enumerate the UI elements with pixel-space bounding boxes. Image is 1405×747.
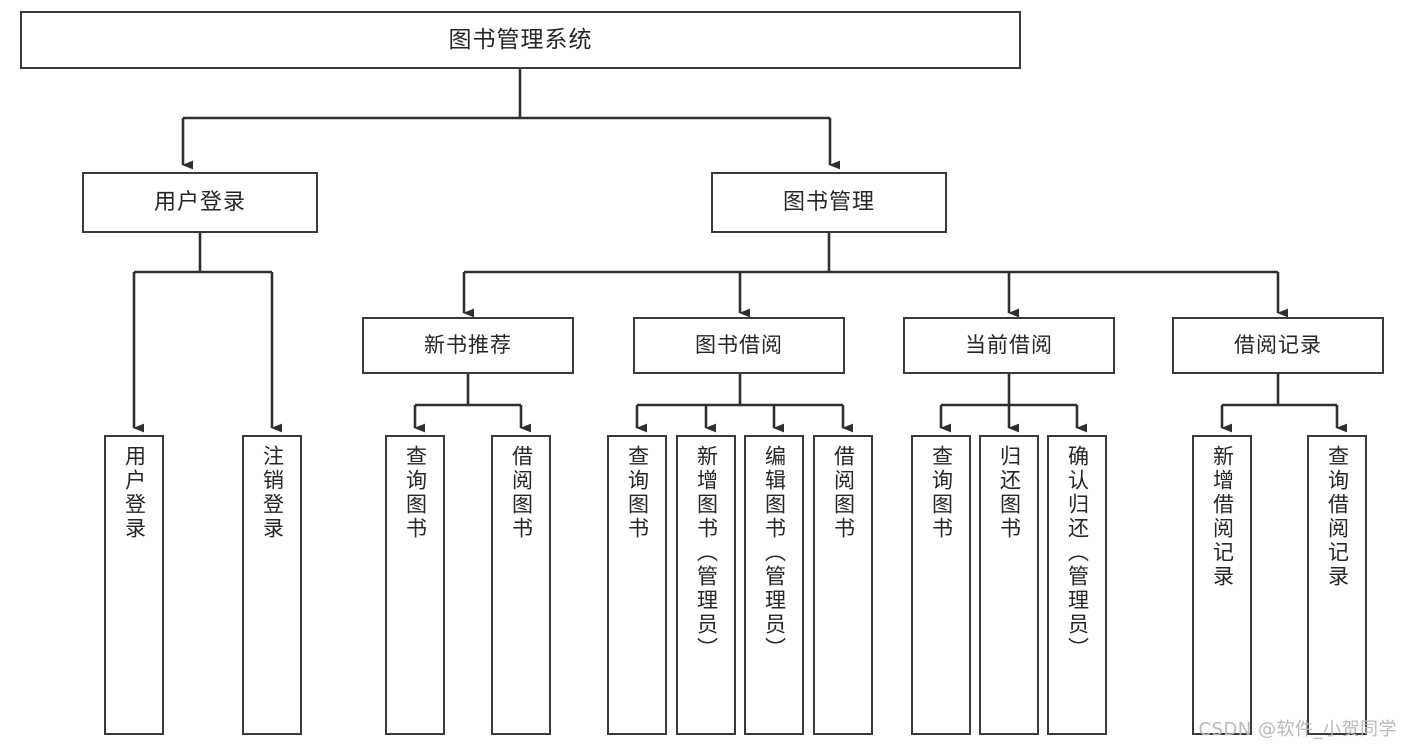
node-borrow-record[interactable]: 借阅记录: [1172, 317, 1384, 374]
node-leaf-query-book-2-label: 查询图书: [625, 445, 650, 541]
node-leaf-borrow-book-1[interactable]: 借阅图书: [491, 435, 551, 735]
node-leaf-confirm-return[interactable]: 确认归还（管理员）: [1047, 435, 1107, 735]
node-leaf-query-record[interactable]: 查询借阅记录: [1307, 435, 1367, 735]
node-borrow-record-label: 借阅记录: [1234, 333, 1322, 358]
node-leaf-query-book-1-label: 查询图书: [403, 445, 428, 541]
node-leaf-borrow-book-2-label: 借阅图书: [831, 445, 856, 541]
node-leaf-edit-book-label: 编辑图书（管理员）: [762, 445, 787, 661]
node-leaf-add-record-label: 新增借阅记录: [1210, 445, 1235, 589]
node-current-borrow-label: 当前借阅: [965, 333, 1053, 358]
node-user-login-label: 用户登录: [153, 189, 246, 215]
node-book-borrow[interactable]: 图书借阅: [633, 317, 845, 374]
node-root[interactable]: 图书管理系统: [20, 11, 1021, 69]
node-leaf-return-book[interactable]: 归还图书: [979, 435, 1039, 735]
node-leaf-query-book-3[interactable]: 查询图书: [911, 435, 971, 735]
node-leaf-user-logout-label: 注销登录: [260, 445, 285, 541]
node-leaf-return-book-label: 归还图书: [997, 445, 1022, 541]
node-book-borrow-label: 图书借阅: [695, 333, 783, 358]
node-leaf-query-book-2[interactable]: 查询图书: [607, 435, 667, 735]
node-leaf-add-record[interactable]: 新增借阅记录: [1192, 435, 1252, 735]
node-root-label: 图书管理系统: [448, 26, 593, 53]
node-new-book-recommend-label: 新书推荐: [424, 333, 512, 358]
node-leaf-add-book[interactable]: 新增图书（管理员）: [676, 435, 736, 735]
node-current-borrow[interactable]: 当前借阅: [903, 317, 1115, 374]
csdn-watermark: CSDN @软件_小贺同学: [1198, 719, 1397, 740]
node-leaf-query-record-label: 查询借阅记录: [1325, 445, 1350, 589]
node-leaf-edit-book[interactable]: 编辑图书（管理员）: [744, 435, 804, 735]
node-leaf-borrow-book-2[interactable]: 借阅图书: [813, 435, 873, 735]
node-book-manage-label: 图书管理: [782, 189, 875, 215]
node-new-book-recommend[interactable]: 新书推荐: [362, 317, 574, 374]
node-leaf-user-login-label: 用户登录: [122, 445, 147, 541]
node-leaf-borrow-book-1-label: 借阅图书: [509, 445, 534, 541]
node-user-login[interactable]: 用户登录: [82, 172, 318, 233]
node-leaf-user-login[interactable]: 用户登录: [104, 435, 164, 735]
node-leaf-confirm-return-label: 确认归还（管理员）: [1065, 445, 1090, 661]
node-book-manage[interactable]: 图书管理: [711, 172, 947, 233]
node-leaf-query-book-3-label: 查询图书: [929, 445, 954, 541]
node-leaf-user-logout[interactable]: 注销登录: [242, 435, 302, 735]
node-leaf-add-book-label: 新增图书（管理员）: [694, 445, 719, 661]
node-leaf-query-book-1[interactable]: 查询图书: [385, 435, 445, 735]
